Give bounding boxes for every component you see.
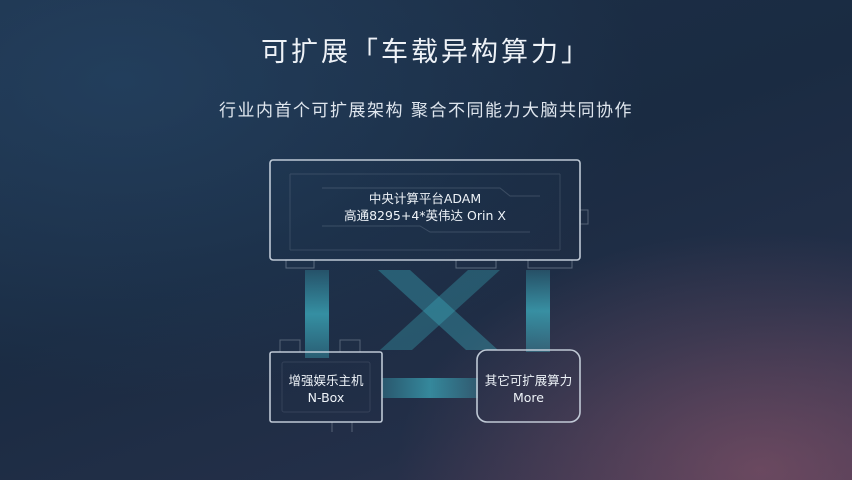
- nbox-code: N-Box: [307, 390, 345, 405]
- connector-diagonal-a: [378, 270, 498, 350]
- more-name: 其它可扩展算力: [484, 373, 573, 388]
- central-platform-node: [269, 159, 589, 269]
- nbox-node: [269, 339, 383, 432]
- central-platform-name: 中央计算平台ADAM: [368, 191, 482, 206]
- connector-group: [305, 270, 550, 398]
- more-code: More: [513, 390, 544, 405]
- nbox-name: 增强娱乐主机: [288, 373, 364, 388]
- central-platform-chips: 高通8295+4*英伟达 Orin X: [344, 208, 506, 223]
- connector-right-vertical: [526, 270, 550, 352]
- connector-bottom-horizontal: [382, 378, 478, 398]
- page-subtitle: 行业内首个可扩展架构 聚合不同能力大脑共同协作: [219, 101, 633, 121]
- page-title: 可扩展「车载异构算力」: [261, 37, 591, 68]
- nbox-label: 增强娱乐主机 N-Box: [270, 372, 382, 406]
- central-platform-label: 中央计算平台ADAM 高通8295+4*英伟达 Orin X: [270, 190, 580, 224]
- more-label: 其它可扩展算力 More: [477, 372, 580, 406]
- connector-left-vertical: [305, 270, 329, 358]
- connector-diagonal-b: [380, 270, 500, 350]
- more-node: [476, 349, 581, 423]
